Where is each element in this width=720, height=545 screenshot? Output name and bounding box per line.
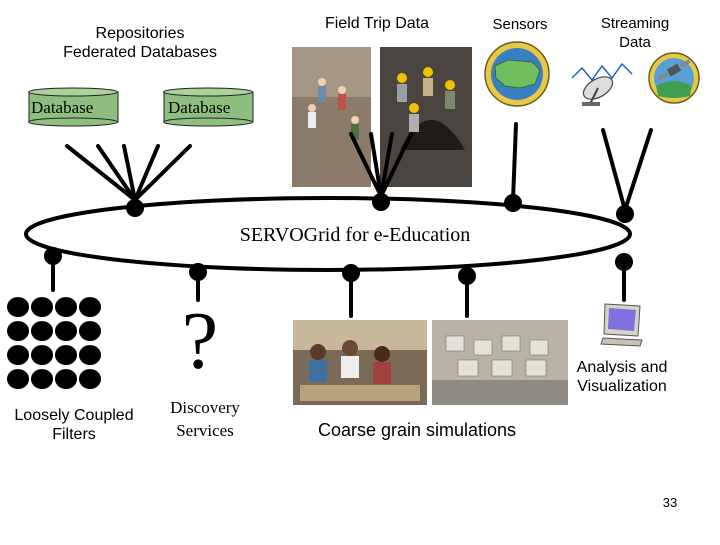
- ring-nodes: [44, 193, 634, 285]
- sensors-label: Sensors: [492, 16, 548, 33]
- discovery-services-label: Discovery: [170, 398, 240, 417]
- database-cylinder-icon: [163, 87, 254, 127]
- usa-map-badge-icon: [484, 41, 550, 107]
- computer-monitor-icon: [600, 303, 643, 347]
- database-label-1: Database: [31, 98, 94, 117]
- satellite-badge-icon: [648, 52, 700, 104]
- grid-ring: [24, 196, 632, 272]
- analysis-label: Analysis and: [576, 359, 668, 376]
- page-number: 33: [662, 495, 678, 510]
- database-label-2: Database: [168, 98, 231, 117]
- filters-label: Loosely Coupled: [14, 407, 134, 424]
- filters-label-2: Filters: [52, 426, 96, 443]
- coarse-grain-label: Coarse grain simulations: [317, 420, 517, 440]
- visualization-label: Visualization: [577, 378, 667, 395]
- connector-lines-bottom: [51, 254, 626, 318]
- grid-title: SERVOGrid for e-Education: [239, 224, 471, 246]
- classroom-photo: [432, 320, 568, 405]
- discovery-services-label-2: Services: [176, 421, 234, 440]
- filter-dots-icon: [7, 297, 101, 389]
- repositories-label: Repositories: [95, 25, 185, 42]
- field-trip-data-label: Field Trip Data: [324, 15, 430, 32]
- field-trip-photo: [292, 47, 371, 187]
- question-mark-icon: ?: [181, 295, 219, 386]
- connector-lines-top: [65, 122, 653, 212]
- satellite-dish-icon: [571, 62, 633, 106]
- database-cylinder-icon: [28, 87, 119, 127]
- streaming-label: Streaming: [600, 15, 670, 32]
- federated-databases-label: Federated Databases: [63, 44, 217, 61]
- streaming-data-label: Data: [619, 34, 651, 51]
- classroom-photo: [293, 320, 427, 405]
